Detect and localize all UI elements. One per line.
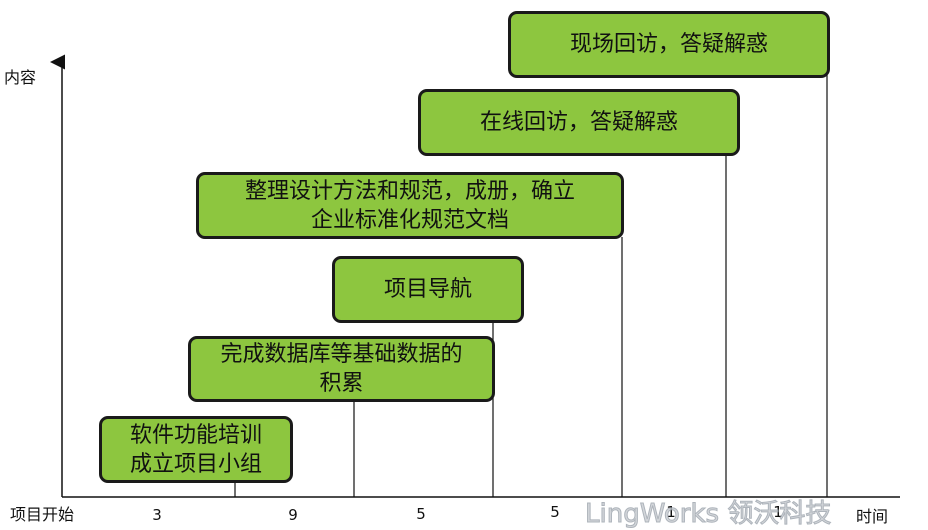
step-box-2: 完成数据库等基础数据的 积累 — [188, 336, 495, 402]
x-axis-start-label: 项目开始 — [10, 505, 75, 524]
tick-label-3: 5 — [416, 505, 426, 523]
tick-label-2: 9 — [288, 506, 298, 524]
tick-label-5: 1 — [666, 503, 676, 521]
step-1-line-2: 成立项目小组 — [129, 451, 262, 477]
step-2-line-2: 积累 — [319, 371, 364, 396]
tick-label-6: 1 — [773, 503, 783, 521]
x-axis-end-label: 时间 — [856, 507, 889, 526]
step-box-5: 在线回访，答疑解惑 — [418, 89, 740, 156]
step-1-line-1: 软件功能培训 — [129, 422, 262, 448]
step-box-4: 整理设计方法和规范，成册，确立 企业标准化规范文档 — [196, 172, 624, 239]
step-4-line-1: 整理设计方法和规范，成册，确立 — [244, 178, 575, 204]
y-axis-label: 内容 — [4, 68, 37, 87]
step-box-6: 现场回访，答疑解惑 — [508, 11, 830, 78]
watermark-logo: LingWorks 领沃科技 — [584, 499, 832, 530]
step-3-line-1: 项目导航 — [383, 277, 472, 302]
step-5-line-1: 在线回访，答疑解惑 — [479, 110, 678, 135]
tick-label-4: 5 — [550, 503, 560, 521]
step-4-line-2: 企业标准化规范文档 — [310, 207, 509, 233]
tick-label-1: 3 — [152, 506, 162, 524]
step-box-3: 项目导航 — [332, 256, 524, 323]
step-6-line-1: 现场回访，答疑解惑 — [569, 32, 768, 57]
step-box-1: 软件功能培训 成立项目小组 — [99, 416, 293, 483]
step-2-line-1: 完成数据库等基础数据的 — [220, 342, 463, 367]
